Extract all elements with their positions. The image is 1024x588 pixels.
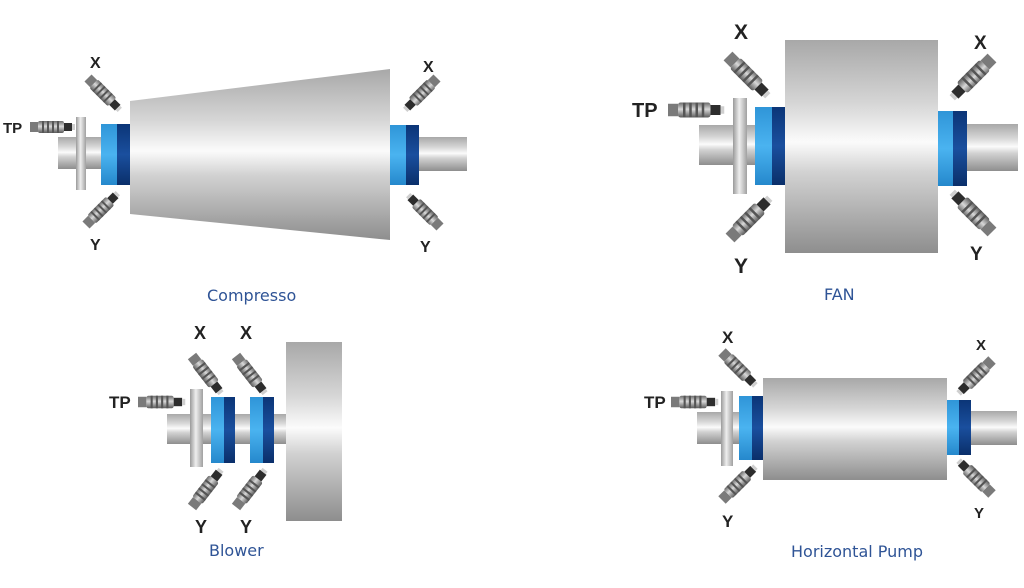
blower-probe-x-2-icon <box>231 352 271 398</box>
blower-label-x-1: X <box>194 323 206 343</box>
pump-shaft-right <box>971 411 1017 445</box>
pump-flange <box>721 391 733 466</box>
fan-caption: FAN <box>824 285 855 304</box>
compressor-bearing-left-inner <box>117 124 130 185</box>
pump-bearing-left-outer <box>739 396 753 460</box>
fan-bearing-left-outer <box>755 107 773 185</box>
pump-probe-y-left-icon <box>717 462 760 505</box>
blower-impeller <box>286 342 342 521</box>
compressor-label-tp: TP <box>3 120 22 137</box>
fan-shaft-left <box>699 125 757 165</box>
fan-label-y-right: Y <box>970 244 983 265</box>
blower-flange <box>190 389 203 467</box>
blower-diagram: TP X X Y Y Blower <box>109 323 342 560</box>
compressor-label-x-right: X <box>423 59 434 76</box>
compressor-bearing-right-inner <box>406 125 419 185</box>
pump-label-tp: TP <box>644 393 666 412</box>
pump-shaft-left <box>697 412 741 444</box>
compressor-probe-y-right-icon <box>403 190 445 232</box>
blower-label-tp: TP <box>109 393 131 412</box>
fan-diagram: TP X Y X Y FAN <box>632 21 1018 304</box>
fan-probe-tp-icon <box>668 102 725 118</box>
compressor-diagram: TP X Y X Y Compresso <box>3 55 467 305</box>
blower-bearing-2-outer <box>250 397 264 463</box>
fan-label-tp: TP <box>632 100 658 122</box>
compressor-caption: Compresso <box>207 286 296 305</box>
pump-probe-x-right-icon <box>954 355 997 398</box>
compressor-flange <box>76 117 86 190</box>
fan-label-y-left: Y <box>734 255 748 278</box>
blower-caption: Blower <box>209 541 264 560</box>
fan-probe-x-left-icon <box>722 50 774 102</box>
fan-shaft-right <box>967 124 1018 171</box>
pump-bearing-right-inner <box>959 400 971 455</box>
pump-label-y-left: Y <box>722 512 734 531</box>
fan-housing <box>785 40 938 253</box>
pump-probe-tp-icon <box>671 395 719 409</box>
pump-bearing-right-outer <box>947 400 960 455</box>
pump-probe-x-left-icon <box>717 347 760 390</box>
fan-bearing-right-inner <box>953 111 967 186</box>
compressor-casing <box>130 69 390 240</box>
blower-probe-y-1-icon <box>187 465 227 511</box>
pump-casing <box>763 378 947 480</box>
pump-label-y-right: Y <box>974 505 984 522</box>
blower-bearing-1-outer <box>211 397 225 463</box>
pump-diagram: TP X Y X Y Horizontal Pump <box>644 328 1017 561</box>
compressor-label-y-left: Y <box>90 237 101 254</box>
blower-bearing-2-inner <box>263 397 274 463</box>
compressor-label-y-right: Y <box>420 239 431 256</box>
blower-probe-tp-icon <box>138 395 186 409</box>
blower-bearing-1-inner <box>224 397 235 463</box>
blower-probe-y-2-icon <box>231 465 271 511</box>
compressor-label-x-left: X <box>90 55 101 72</box>
fan-bearing-left-inner <box>772 107 786 185</box>
pump-probe-y-right-icon <box>954 456 997 499</box>
fan-flange <box>733 98 747 194</box>
pump-label-x-left: X <box>722 328 734 347</box>
compressor-probe-x-left-icon <box>83 73 125 115</box>
compressor-probe-y-left-icon <box>81 188 123 230</box>
fan-label-x-right: X <box>974 33 987 54</box>
compressor-bearing-right-outer <box>390 125 407 185</box>
fan-probe-y-left-icon <box>724 192 776 244</box>
blower-label-y-2: Y <box>240 517 252 537</box>
fan-label-x-left: X <box>734 21 748 44</box>
blower-label-x-2: X <box>240 323 252 343</box>
fan-probe-y-right-icon <box>946 186 998 238</box>
compressor-probe-x-right-icon <box>400 73 442 115</box>
pump-label-x-right: X <box>976 337 986 354</box>
fan-bearing-right-outer <box>938 111 954 186</box>
fan-probe-x-right-icon <box>946 52 998 104</box>
pump-caption: Horizontal Pump <box>791 542 923 561</box>
pump-bearing-left-inner <box>752 396 764 460</box>
compressor-shaft-right <box>419 137 467 171</box>
compressor-probe-tp-icon <box>30 121 75 133</box>
blower-label-y-1: Y <box>195 517 207 537</box>
compressor-bearing-left-outer <box>101 124 118 185</box>
